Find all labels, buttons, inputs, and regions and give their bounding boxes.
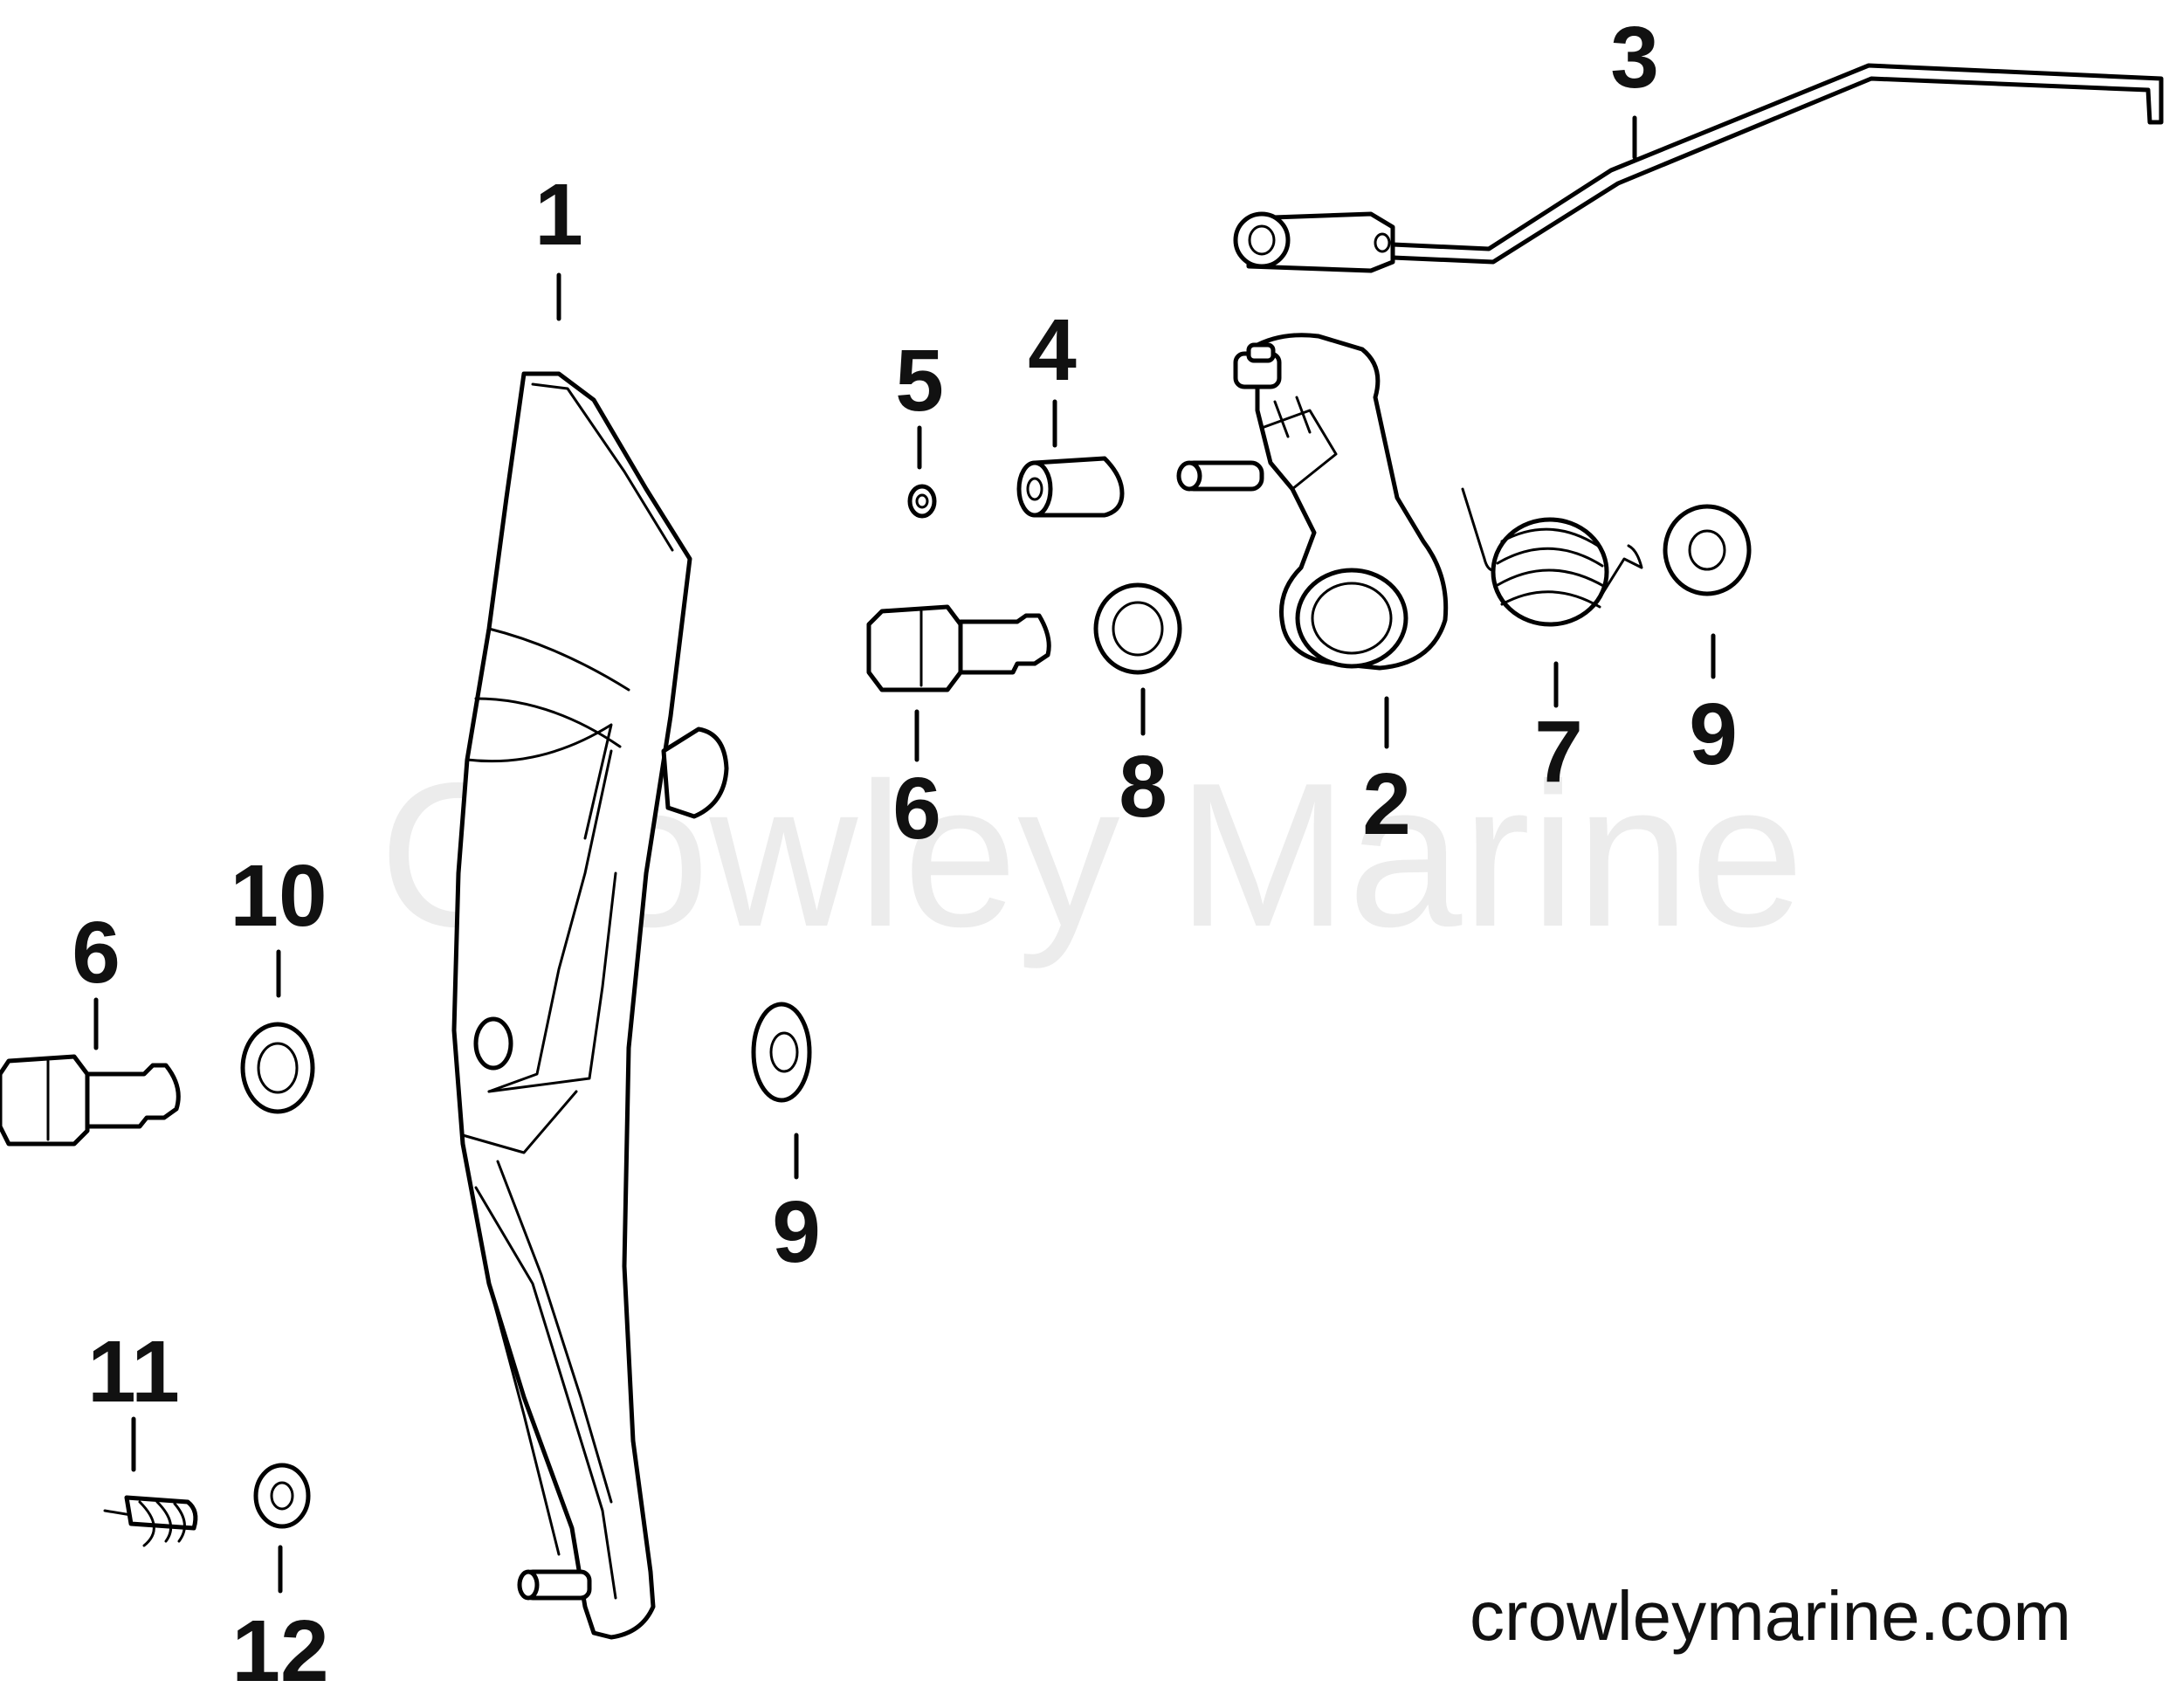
part-7-torsion-spring [1461, 487, 1643, 627]
callout-4: 4 [1028, 301, 1077, 399]
callout-2: 2 [1362, 755, 1411, 853]
callout-6-upper: 6 [892, 760, 941, 857]
callout-9-upper: 9 [1689, 685, 1738, 783]
part-12-small-washer [253, 1463, 311, 1529]
callout-1: 1 [534, 166, 583, 264]
part-6-shoulder-bolt-lower [0, 1054, 181, 1147]
part-11-clip [103, 1495, 198, 1547]
part-2-bellcrank [1176, 333, 1449, 671]
part-6-shoulder-bolt-upper [866, 604, 1051, 692]
part-10-washer [240, 1022, 315, 1114]
callout-12: 12 [231, 1602, 328, 1700]
part-3-link-rod [1233, 63, 2164, 273]
part-9-washer-lower [751, 1002, 812, 1103]
callout-7: 7 [1534, 703, 1583, 801]
part-8-washer [1093, 582, 1182, 675]
callout-10: 10 [230, 847, 327, 945]
callout-3: 3 [1610, 9, 1659, 107]
callout-8: 8 [1119, 738, 1167, 836]
part-1-lever-arm [451, 371, 729, 1640]
callout-11: 11 [87, 1323, 180, 1421]
callout-5: 5 [895, 332, 944, 430]
part-9-washer-upper [1663, 504, 1752, 596]
callout-9-lower: 9 [772, 1183, 821, 1281]
part-4-bushing [1016, 456, 1125, 518]
callout-6-lower: 6 [72, 904, 121, 1002]
part-5-small-washer [907, 484, 937, 519]
website-url: crowleymarine.com [1470, 1577, 2071, 1655]
